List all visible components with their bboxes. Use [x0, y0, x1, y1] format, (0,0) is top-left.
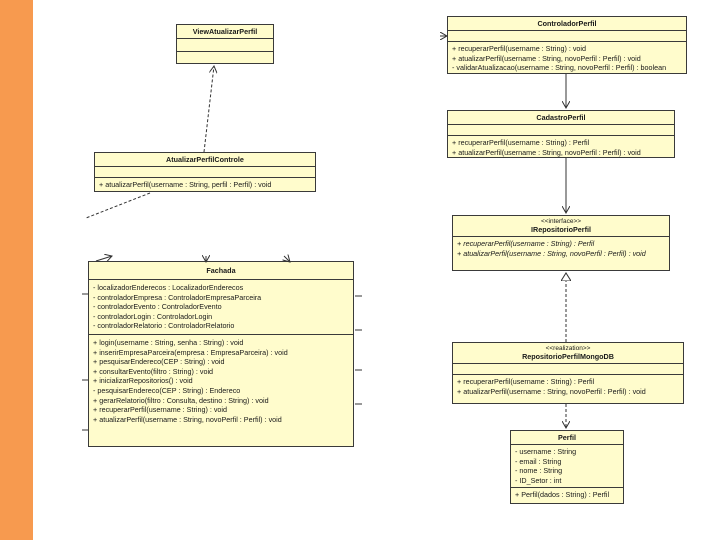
class-name: AtualizarPerfilControle	[95, 153, 315, 167]
operation: + recuperarPerfil(username : String) : P…	[457, 239, 595, 248]
class-name: ViewAtualizarPerfil	[177, 25, 273, 39]
operation: + recuperarPerfil(username : String) : v…	[93, 405, 228, 415]
operation: + pesquisarEndereco(CEP : String) : void	[93, 357, 225, 367]
attribute: - controladorEmpresa : ControladorEmpres…	[93, 292, 262, 302]
operations-compartment: + atualizarPerfil(username : String, per…	[95, 178, 315, 192]
class-i-repositorio-perfil[interactable]: <<interface>> IRepositorioPerfil + recup…	[452, 215, 670, 271]
attributes-compartment	[95, 167, 315, 178]
class-controlador-perfil[interactable]: ControladorPerfil + recuperarPerfil(user…	[447, 16, 687, 74]
operation: + atualizarPerfil(username : String, nov…	[452, 53, 641, 63]
attribute: - controladorEvento : ControladorEvento	[93, 302, 222, 312]
operation: + atualizarPerfil(username : String, per…	[99, 180, 272, 189]
operations-compartment: + recuperarPerfil(username : String) : P…	[453, 375, 683, 398]
stereotype: <<realization>>	[545, 345, 591, 352]
operation: + login(username : String, senha : Strin…	[93, 337, 244, 347]
operation: + gerarRelatorio(filtro : Consulta, dest…	[93, 395, 269, 405]
attributes-compartment	[177, 39, 273, 52]
class-fachada[interactable]: Fachada - localizadorEnderecos : Localiz…	[88, 261, 354, 447]
attributes-compartment: - username : String - email : String - n…	[511, 445, 623, 489]
operation: - validarAtualizacao(username : String, …	[452, 63, 667, 73]
operation: + recuperarPerfil(username : String) : P…	[457, 377, 595, 386]
stereotype: <<interface>>	[540, 218, 582, 225]
operation: + recuperarPerfil(username : String) : P…	[452, 138, 590, 147]
operation: + atualizarPerfil(username : String, nov…	[457, 386, 646, 396]
class-view-atualizar-perfil[interactable]: ViewAtualizarPerfil	[176, 24, 274, 64]
attribute: - localizadorEnderecos : LocalizadorEnde…	[93, 283, 244, 292]
class-name: IRepositorioPerfil	[531, 225, 591, 234]
operation: + inserirEmpresaParceira(empresa : Empre…	[93, 347, 288, 357]
class-name: Fachada	[89, 262, 353, 280]
attribute: - controladorLogin : ControladorLogin	[93, 311, 213, 321]
class-name: RepositorioPerfilMongoDB	[522, 352, 614, 361]
operation: + atualizarPerfil(username : String, nov…	[457, 248, 646, 258]
attribute: - nome : String	[515, 466, 563, 476]
operations-compartment: + Perfil(dados : String) : Perfil	[511, 488, 623, 502]
attribute: - username : String	[515, 447, 577, 456]
operations-compartment: + login(username : String, senha : Strin…	[89, 335, 353, 427]
operation: + consultarEvento(filtro : String) : voi…	[93, 366, 214, 376]
attribute: - ID_Setor : int	[515, 475, 562, 485]
attributes-compartment	[448, 31, 686, 42]
operation: + atualizarPerfil(username : String, nov…	[93, 414, 282, 424]
operation: + atualizarPerfil(username : String, nov…	[452, 147, 641, 157]
attributes-compartment: - localizadorEnderecos : LocalizadorEnde…	[89, 280, 353, 335]
operations-compartment: + recuperarPerfil(username : String) : v…	[448, 42, 686, 75]
attribute: - controladorRelatorio : ControladorRela…	[93, 321, 235, 331]
operations-compartment	[177, 52, 273, 62]
attributes-compartment	[448, 125, 674, 136]
attributes-compartment	[453, 364, 683, 375]
operation: + inicializarRepositorios() : void	[93, 376, 193, 386]
attribute: - email : String	[515, 456, 562, 466]
class-header: <<interface>> IRepositorioPerfil	[453, 216, 669, 237]
class-repositorio-perfil-mongodb[interactable]: <<realization>> RepositorioPerfilMongoDB…	[452, 342, 684, 404]
class-cadastro-perfil[interactable]: CadastroPerfil + recuperarPerfil(usernam…	[447, 110, 675, 158]
class-atualizar-perfil-controle[interactable]: AtualizarPerfilControle + atualizarPerfi…	[94, 152, 316, 192]
class-name: CadastroPerfil	[448, 111, 674, 125]
operations-compartment: + recuperarPerfil(username : String) : P…	[448, 136, 674, 159]
class-name: ControladorPerfil	[448, 17, 686, 31]
operations-compartment: + recuperarPerfil(username : String) : P…	[453, 237, 669, 260]
operation: - pesquisarEndereco(CEP : String) : Ende…	[93, 385, 241, 395]
accent-sidebar	[0, 0, 33, 540]
class-header: <<realization>> RepositorioPerfilMongoDB	[453, 343, 683, 364]
class-name: Perfil	[511, 431, 623, 445]
class-perfil[interactable]: Perfil - username : String - email : Str…	[510, 430, 624, 504]
operation: + recuperarPerfil(username : String) : v…	[452, 44, 587, 53]
operation: + Perfil(dados : String) : Perfil	[515, 490, 610, 500]
